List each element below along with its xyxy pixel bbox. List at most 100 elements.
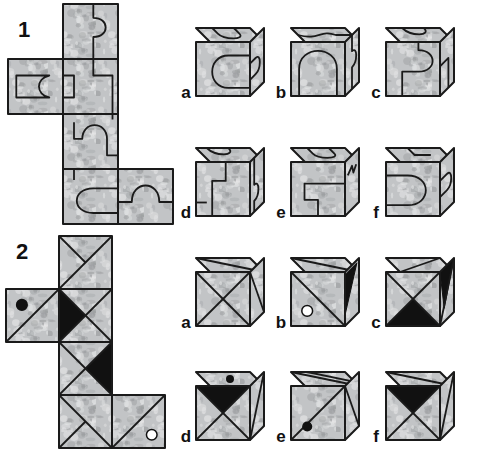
cube-front-face	[291, 386, 345, 440]
face-line	[345, 386, 359, 426]
face-fill	[250, 372, 264, 440]
cube-option	[196, 148, 264, 216]
face-outline	[440, 28, 454, 96]
cube-front-face	[386, 42, 440, 96]
face-line	[250, 372, 264, 440]
cube-right-face	[345, 258, 359, 326]
cube-right-face	[345, 148, 359, 216]
face-fill	[196, 386, 250, 440]
face-line	[59, 289, 112, 342]
face-line	[386, 176, 426, 206]
net-face	[63, 169, 118, 224]
cube-front-face	[386, 162, 440, 216]
face-line	[400, 258, 440, 272]
face-line	[77, 188, 118, 213]
face-line	[74, 122, 118, 155]
face-outline	[386, 162, 440, 216]
face-line	[63, 76, 74, 98]
face-line	[112, 395, 165, 448]
face-line	[59, 422, 86, 449]
option-letter: f	[373, 204, 379, 221]
face-outline	[386, 386, 440, 440]
face-line	[386, 272, 440, 326]
face-line	[291, 386, 345, 440]
cube-option	[196, 28, 264, 96]
cube-front-face	[291, 42, 345, 96]
face-outline	[386, 42, 440, 96]
face-fill	[291, 162, 345, 216]
net-face	[59, 289, 112, 342]
face-fill	[112, 395, 165, 448]
option-letter: d	[181, 428, 191, 445]
face-outline	[59, 289, 112, 342]
cube-right-face	[440, 28, 454, 96]
face-fill	[386, 386, 440, 440]
face-outline	[196, 386, 250, 440]
face-line	[212, 162, 226, 216]
face-outline	[440, 372, 454, 440]
face-fill	[196, 162, 250, 216]
net-1	[8, 4, 173, 224]
face-outline	[59, 236, 112, 289]
cube-option	[196, 258, 264, 326]
face-outline	[63, 4, 118, 59]
face-line	[93, 59, 112, 114]
face-line	[440, 58, 448, 88]
face-outline	[250, 148, 264, 216]
face-line	[386, 386, 440, 440]
face-fill	[250, 28, 264, 96]
face-dot	[146, 429, 157, 440]
face-line	[408, 148, 431, 155]
cube-option	[386, 148, 454, 216]
face-outline	[63, 169, 118, 224]
option-letter: e	[276, 204, 285, 221]
face-line	[93, 4, 105, 59]
face-line	[196, 386, 250, 440]
cube-right-face	[345, 28, 359, 96]
face-line	[305, 184, 346, 216]
face-outline	[250, 258, 264, 326]
face-fill	[59, 342, 112, 395]
face-line	[250, 57, 260, 80]
black-triangle	[386, 299, 440, 326]
puzzle-number: 2	[16, 241, 28, 263]
face-fill	[291, 386, 345, 440]
option-letter: c	[371, 84, 380, 101]
cube-front-face	[291, 162, 345, 216]
face-fill	[386, 42, 440, 96]
option-letter: c	[371, 314, 380, 331]
face-dot	[227, 376, 233, 382]
cube-option	[386, 28, 454, 96]
face-dot	[302, 305, 313, 316]
face-line	[352, 35, 356, 89]
face-fill	[291, 42, 345, 96]
face-outline	[345, 148, 359, 216]
face-outline	[250, 372, 264, 440]
face-fill	[440, 148, 454, 216]
option-letter: a	[181, 314, 190, 331]
face-fill	[59, 289, 112, 342]
option-letter: a	[181, 84, 190, 101]
face-outline	[59, 395, 112, 448]
cube-right-face	[440, 372, 454, 440]
face-outline	[63, 59, 118, 114]
cube-right-face	[250, 258, 264, 326]
black-triangle	[386, 386, 440, 413]
black-triangle	[59, 289, 86, 342]
face-fill	[196, 272, 250, 326]
face-outline	[440, 258, 454, 326]
face-outline	[291, 162, 345, 216]
face-outline	[6, 289, 59, 342]
cube-right-face	[440, 148, 454, 216]
face-fill	[345, 258, 359, 326]
option-letter: b	[276, 314, 286, 331]
face-line	[291, 272, 345, 326]
face-outline	[291, 272, 345, 326]
face-fill	[63, 59, 118, 114]
net-face	[59, 395, 112, 448]
net-face	[118, 169, 173, 224]
face-line	[386, 386, 440, 440]
cube-option	[386, 372, 454, 440]
